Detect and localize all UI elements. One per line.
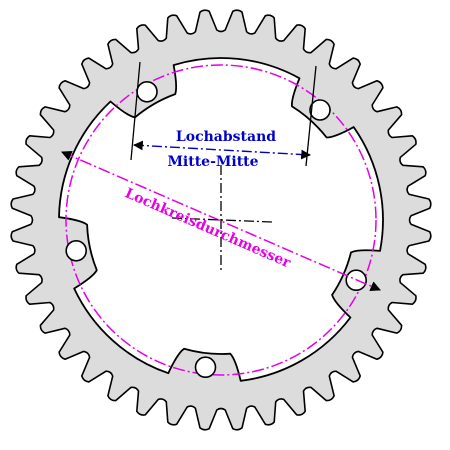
bolt-hole-2 — [309, 99, 331, 121]
bolt-hole-5 — [65, 240, 87, 262]
extension-line-left — [130, 61, 141, 161]
bolt-spacing-label-line2: Mitte-Mitte — [167, 154, 258, 170]
center-mark — [171, 165, 273, 270]
bolt-circle-diameter-line — [61, 150, 381, 292]
bolt-spacing-label-line1: Lochabstand — [176, 129, 276, 145]
bolt-hole-4 — [194, 356, 217, 379]
bolt-hole-1 — [136, 81, 158, 103]
